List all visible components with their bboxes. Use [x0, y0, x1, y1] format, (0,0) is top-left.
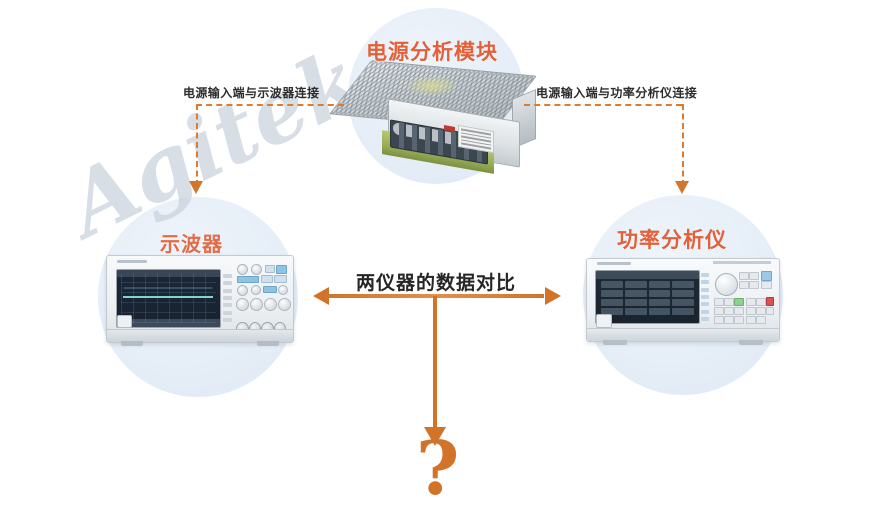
power-analyzer-measurement-grid: [601, 281, 694, 315]
oscilloscope-image: [106, 255, 294, 346]
oscilloscope-screen: [116, 269, 221, 328]
oscilloscope-screen-bottombar: [117, 319, 220, 327]
power-analyzer-screen-topbar: [596, 271, 699, 279]
compare-label: 两仪器的数据对比: [356, 272, 517, 294]
power-analyzer-brand-mark: [597, 262, 631, 265]
left-connector-horizontal-line: [196, 104, 344, 106]
power-analyzer-image: [586, 258, 780, 345]
power-analyzer-base-strip: [587, 328, 779, 341]
oscilloscope-screen-topbar: [117, 270, 220, 277]
left-connector-vertical-line: [196, 104, 198, 186]
oscilloscope-control-panel: [235, 264, 291, 318]
compare-arrow-left-head-icon: [313, 287, 329, 305]
oscilloscope-power-button: [117, 315, 132, 328]
conclusion-stem-line: [433, 296, 437, 431]
right-connector-horizontal-line: [524, 104, 682, 106]
power-analyzer-foot-right: [739, 340, 763, 345]
oscilloscope-title: 示波器: [160, 232, 223, 256]
compare-arrow-right-head-icon: [545, 287, 561, 305]
left-connector-label: 电源输入端与示波器连接: [183, 86, 320, 100]
power-analyzer-power-button: [596, 314, 612, 328]
oscilloscope-waveform-trace: [123, 296, 213, 298]
right-connector-label: 电源输入端与功率分析仪连接: [536, 86, 698, 100]
power-analyzer-title: 功率分析仪: [617, 227, 727, 252]
power-analyzer-rotary-dial: [715, 273, 738, 296]
power-analyzer-control-panel: [713, 266, 774, 324]
power-analyzer-panel-heading-strip: [713, 261, 771, 264]
left-connector-arrow-icon: [189, 181, 203, 194]
oscilloscope-brand-mark: [117, 260, 147, 263]
power-analyzer-foot-left: [603, 340, 627, 345]
oscilloscope-foot-right: [257, 341, 279, 346]
oscilloscope-grid: [121, 274, 216, 323]
power-analyzer-screen: [595, 270, 700, 324]
oscilloscope-foot-left: [121, 341, 143, 346]
right-connector-arrow-icon: [675, 181, 689, 194]
power-analyzer-side-buttons: [701, 273, 709, 321]
oscilloscope-base-strip: [107, 329, 293, 342]
module-title: 电源分析模块: [366, 39, 498, 64]
power-supply-module-image: [328, 60, 542, 174]
oscilloscope-side-buttons: [223, 274, 232, 322]
conclusion-arrow-icon: [424, 427, 446, 446]
right-connector-vertical-line: [682, 104, 684, 186]
question-mark-symbol: ?: [416, 426, 460, 508]
